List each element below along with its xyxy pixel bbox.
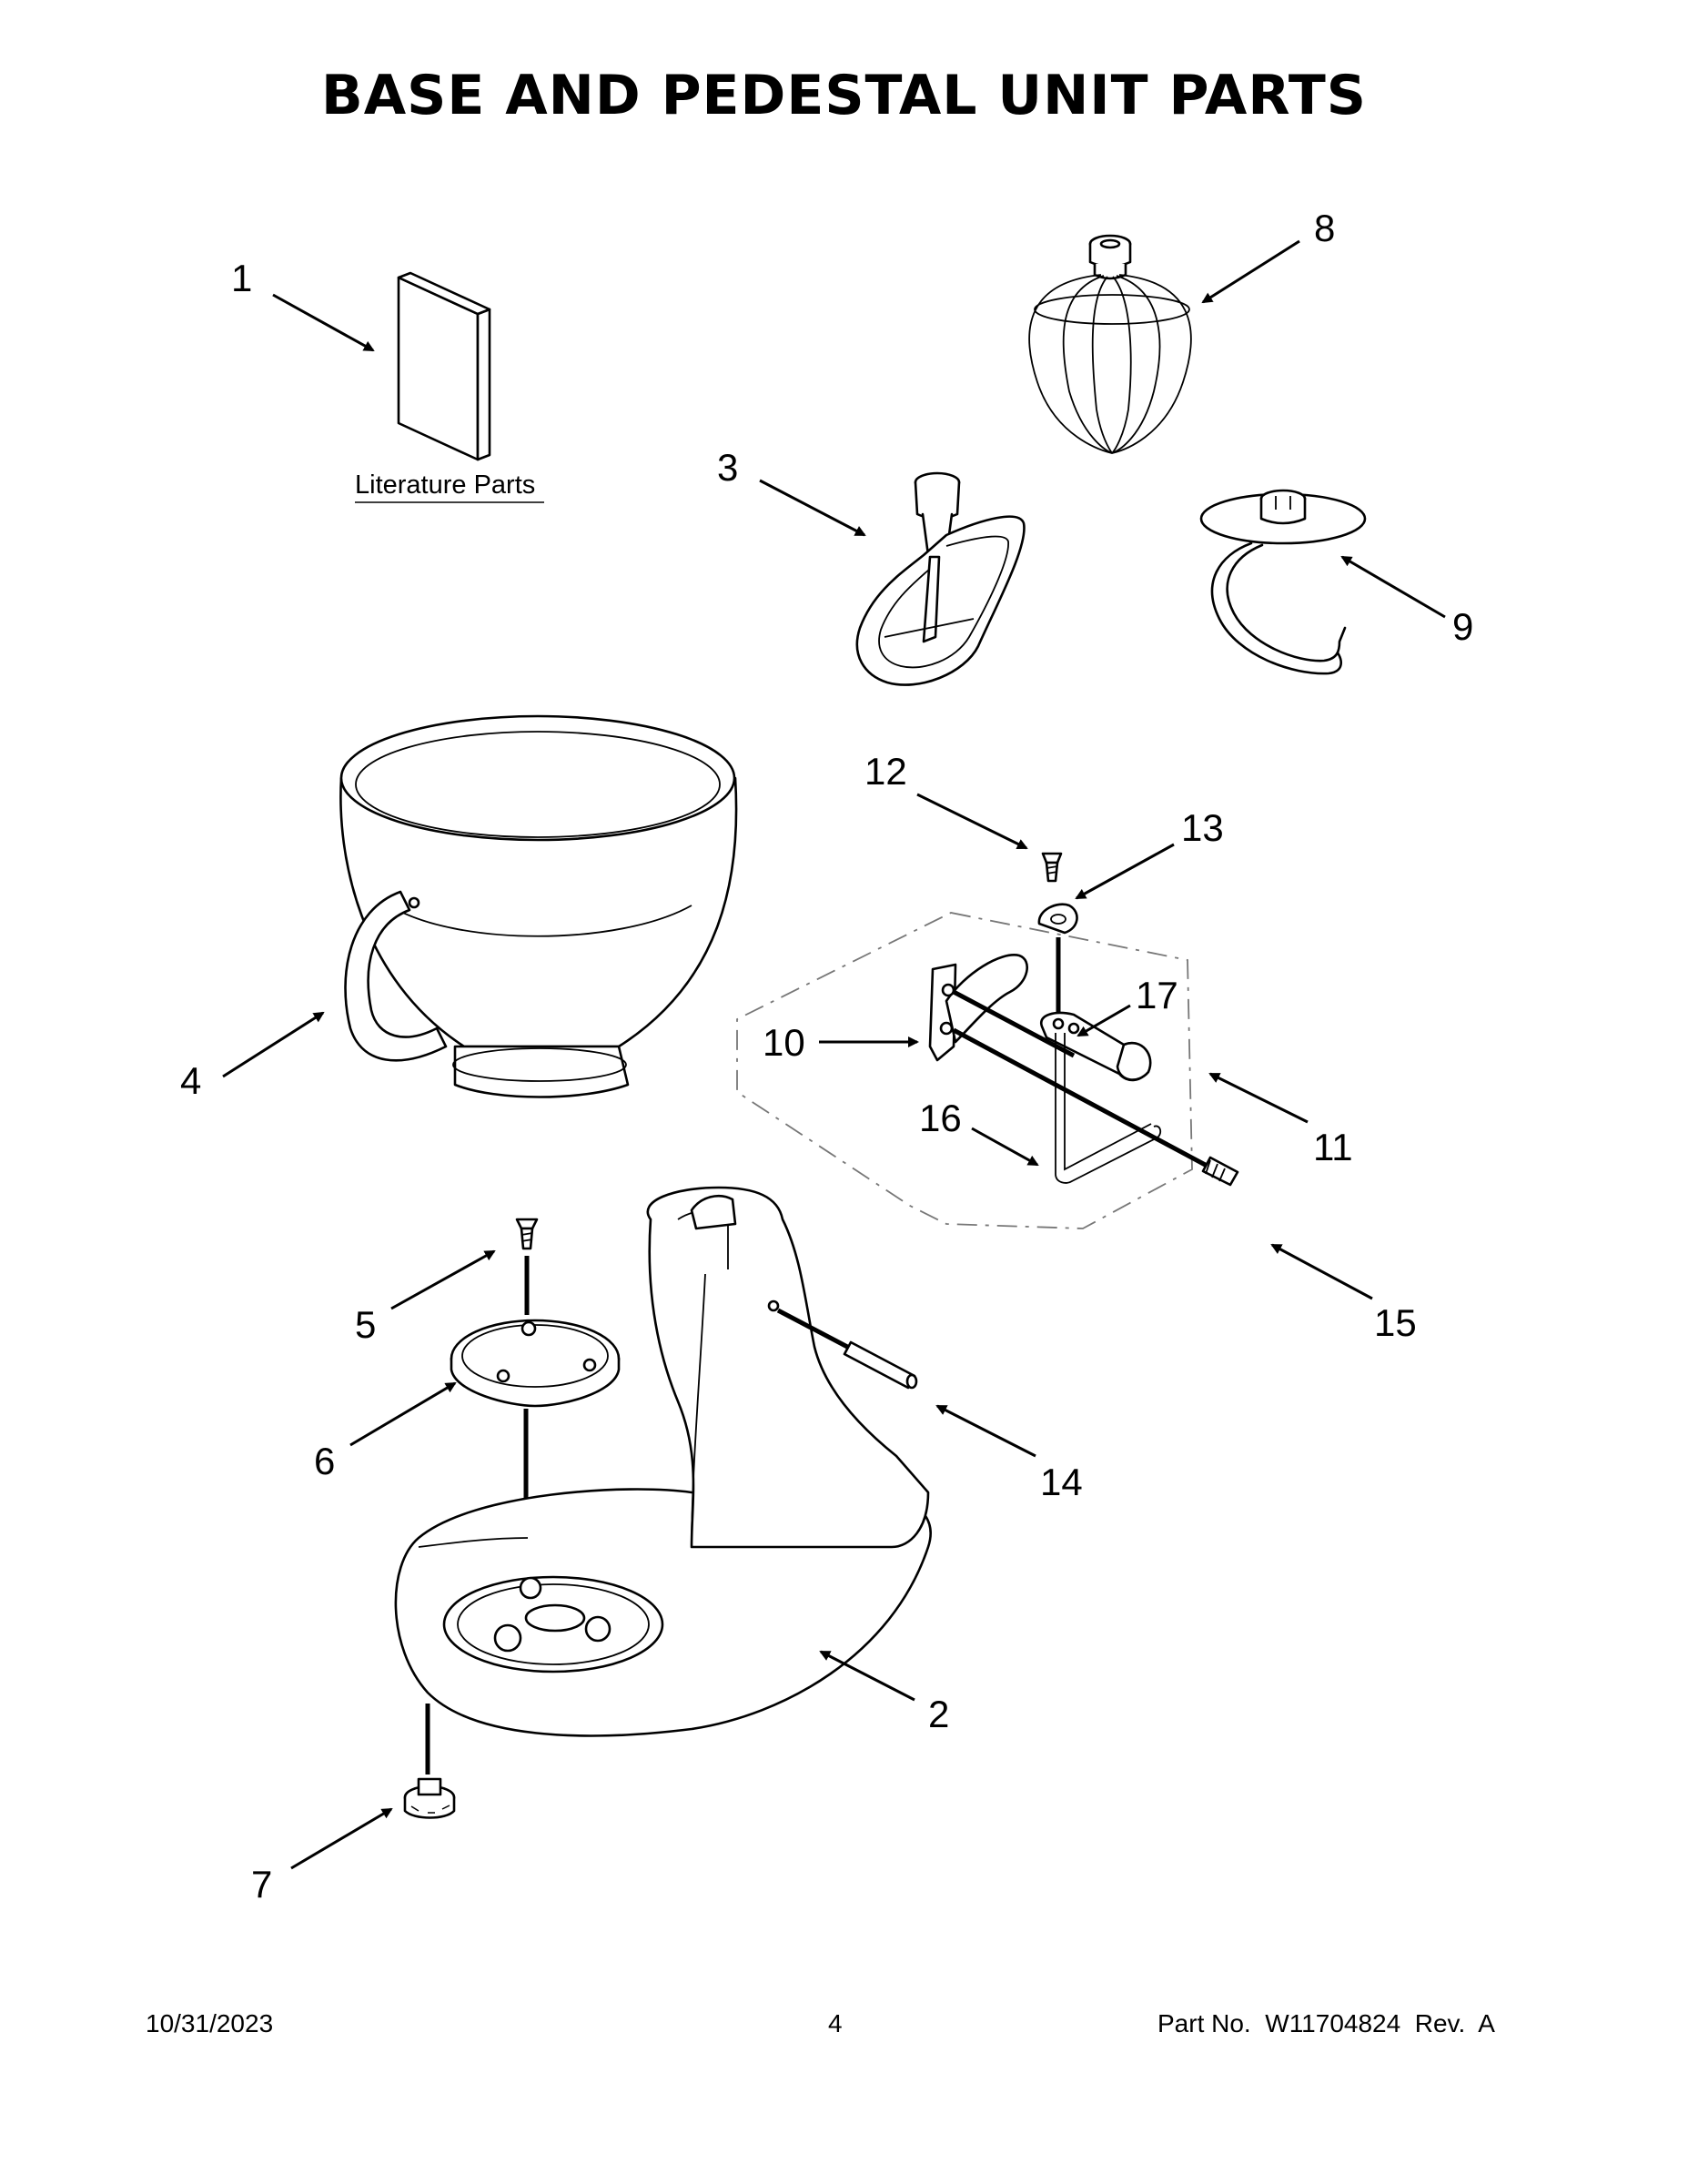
callout-2: 2 — [928, 1693, 949, 1735]
callout-15: 15 — [1374, 1301, 1417, 1344]
callout-9-arrow — [1340, 555, 1446, 619]
rubber-foot-part — [403, 1777, 456, 1819]
callout-4-arrow — [222, 1011, 325, 1078]
hinge-pin-part — [776, 1308, 918, 1390]
literature-parts-label: Literature Parts — [355, 470, 535, 500]
dough-hook-part — [1199, 489, 1367, 675]
callout-8-arrow — [1201, 239, 1300, 304]
callout-3: 3 — [717, 446, 738, 489]
callout-1-arrow — [272, 293, 375, 352]
callout-17: 17 — [1136, 974, 1178, 1016]
pivot-assembly-outline — [736, 912, 1193, 1229]
footer-date: 10/31/2023 — [146, 2009, 274, 2037]
callout-6-arrow — [349, 1381, 457, 1447]
callout-13: 13 — [1181, 806, 1224, 849]
pivot-bracket-part — [928, 954, 1028, 1062]
callout-16-arrow — [971, 1127, 1039, 1167]
callout-7-arrow — [290, 1807, 393, 1870]
callout-11: 11 — [1313, 1126, 1353, 1168]
callout-12-arrow — [916, 793, 1028, 850]
callout-4: 4 — [180, 1059, 201, 1102]
hinge-pin-axis-upper — [952, 989, 1076, 1058]
callout-7: 7 — [251, 1863, 272, 1906]
hinge-pin-axis-lower — [952, 1027, 1212, 1170]
callout-6: 6 — [314, 1440, 335, 1482]
callout-14: 14 — [1040, 1461, 1083, 1503]
callout-14-arrow — [935, 1404, 1036, 1458]
callout-12: 12 — [864, 750, 907, 793]
pivot-u-pin-part — [1055, 1033, 1162, 1184]
callout-5: 5 — [355, 1303, 376, 1346]
callout-3-arrow — [759, 479, 866, 537]
footer-part-number: Part No. W11704824 Rev. A — [1157, 2009, 1495, 2037]
pivot-lever-part — [1039, 1011, 1152, 1082]
callout-17-arrow — [1076, 1004, 1131, 1037]
mixing-bowl-part — [339, 714, 738, 1098]
callout-8: 8 — [1314, 207, 1335, 249]
wire-whip-part — [1028, 234, 1192, 454]
callout-9: 9 — [1452, 605, 1473, 648]
pedestal-base-part — [394, 1186, 932, 1737]
callout-16: 16 — [919, 1097, 962, 1139]
callout-11-arrow — [1208, 1072, 1309, 1124]
base-screw-part — [515, 1218, 539, 1250]
callout-2-arrow — [819, 1650, 915, 1702]
clamp-plate-part — [450, 1319, 621, 1408]
hinge-pin-screw-part — [1201, 1156, 1239, 1187]
flat-beater-part — [855, 471, 1026, 686]
callout-15-arrow — [1270, 1243, 1373, 1300]
literature-booklet-part — [397, 271, 491, 461]
pivot-washer-part — [1037, 903, 1078, 935]
page-title: BASE AND PEDESTAL UNIT PARTS — [320, 64, 1367, 127]
footer-page-number: 4 — [828, 2009, 843, 2037]
callout-5-arrow — [390, 1249, 496, 1310]
callout-10: 10 — [763, 1021, 805, 1064]
pivot-screw-part — [1041, 852, 1063, 883]
callout-13-arrow — [1075, 843, 1175, 900]
callout-1: 1 — [231, 257, 252, 299]
